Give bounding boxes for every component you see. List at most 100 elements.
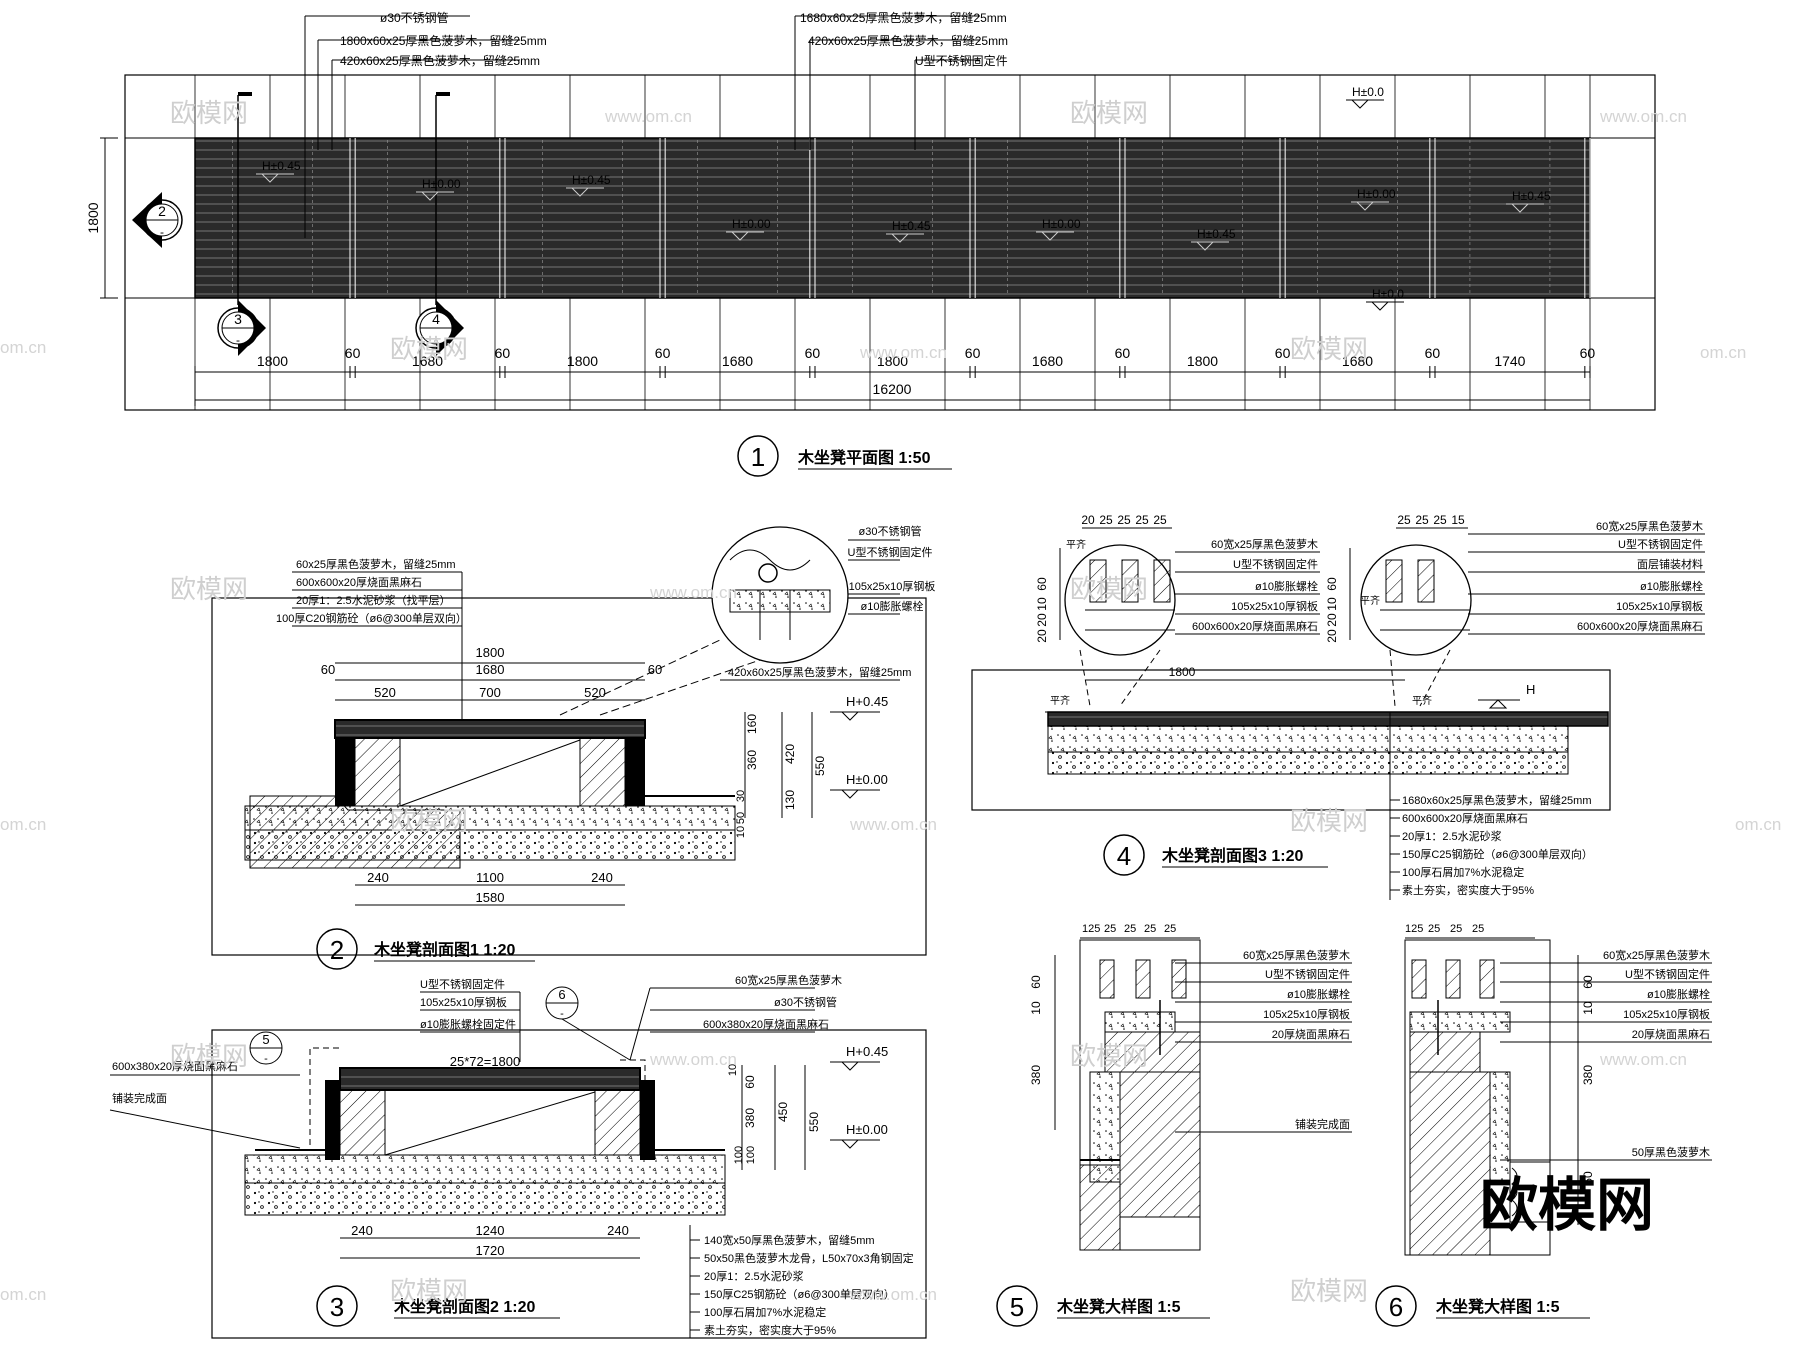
callout-6[interactable]: 6 - (545, 986, 631, 1061)
section-2-view: 5 - 6 - 600x380x20厚烧面黑麻石 铺装完成面 U型不锈钢固定件 … (109, 973, 927, 1339)
detail6-notes: 60宽x25厚黑色菠萝木U型不锈钢固定件ø10膨胀螺栓105x25x10厚钢板2… (1500, 948, 1712, 1161)
svg-text:380: 380 (743, 1108, 757, 1128)
level-mark: H±0.45 (1506, 189, 1551, 213)
dim-label: 25 (1099, 513, 1113, 527)
plan-dim-label: 60 (345, 345, 361, 361)
svg-text:平齐: 平齐 (1050, 694, 1070, 707)
section3-title-number: 4 (1117, 841, 1131, 871)
section1-note: ø10膨胀螺栓 (861, 599, 924, 613)
detail5-notes: 60宽x25厚黑色菠萝木U型不锈钢固定件ø10膨胀螺栓105x25x10厚钢板2… (1175, 948, 1352, 1133)
dim-label: 25 (1124, 923, 1136, 935)
watermark-site: om.cn (0, 815, 46, 834)
svg-text:100: 100 (745, 1146, 757, 1164)
plan-dim-label: 1680 (1032, 353, 1063, 369)
svg-text:H±0.45: H±0.45 (1197, 227, 1236, 241)
section2-note: 600x380x20厚烧面黑麻石 (112, 1059, 238, 1073)
svg-text:10: 10 (1029, 1001, 1043, 1015)
watermark-brand: 欧模网 (390, 806, 468, 836)
svg-text:240: 240 (607, 1223, 629, 1238)
section2-gravel (244, 1182, 726, 1216)
plan-dim-label: 1680 (412, 353, 443, 369)
svg-text:60: 60 (321, 662, 335, 677)
section1-bench-leg (625, 738, 645, 806)
section2-note: 铺装完成面 (112, 1091, 167, 1105)
svg-text:H±0.45: H±0.45 (262, 159, 301, 173)
svg-text:H±0.00: H±0.00 (1357, 187, 1396, 201)
svg-text:-: - (434, 333, 438, 347)
svg-text:100: 100 (733, 1146, 745, 1164)
detail5-note: U型不锈钢固定件 (1265, 967, 1350, 981)
plan-title-block: 1 木坐凳平面图 1:50 (737, 435, 952, 477)
plan-dim-label: 60 (1580, 345, 1596, 361)
svg-text:60: 60 (1035, 577, 1049, 591)
svg-text:240: 240 (591, 870, 613, 885)
svg-text:5: 5 (262, 1032, 269, 1047)
plan-dim-label: 1800 (257, 353, 288, 369)
dim-label: 25 (1415, 513, 1429, 527)
section3-level: H (1526, 682, 1535, 697)
section-marker-3[interactable]: 3 - (217, 92, 266, 356)
detail6-note: 105x25x10厚钢板 (1623, 1007, 1710, 1021)
svg-text:1580: 1580 (476, 890, 505, 905)
plan-dim-label: 60 (495, 345, 511, 361)
section3-detail-a-notes: 60宽x25厚黑色菠萝木U型不锈钢固定件ø10膨胀螺栓105x25x10厚钢板6… (1175, 537, 1320, 635)
svg-text:160: 160 (745, 714, 759, 734)
callout-5[interactable]: 5 - (249, 1031, 283, 1065)
section2-bottom-note: 20厚1：2.5水泥砂浆 (704, 1269, 804, 1283)
level-mark: H±0.45 (566, 173, 611, 197)
section3-note: 面层铺装材料 (1637, 557, 1703, 571)
svg-text:1720: 1720 (476, 1243, 505, 1258)
dim-label: 25 (1164, 923, 1176, 935)
section-marker-2[interactable]: 2 - (132, 192, 183, 248)
svg-text:3: 3 (234, 311, 242, 327)
level-mark: H±0.00 (1351, 187, 1396, 211)
section1-support (354, 737, 401, 807)
watermark-url: www.om.cn (849, 1285, 937, 1304)
watermark-logo: 欧模网 (1480, 1173, 1654, 1238)
section3-bottom-note: 600x600x20厚烧面黑麻石 (1402, 811, 1528, 825)
section1-bench-leg (335, 738, 355, 806)
section2-bench-top (339, 1067, 641, 1091)
plan-bench-body (194, 137, 1591, 299)
detail6-note: 60宽x25厚黑色菠萝木 (1603, 948, 1710, 962)
section2-title: 木坐凳剖面图2 1:20 (393, 1297, 535, 1316)
watermark-url: www.om.cn (604, 107, 692, 126)
dim-label: 25 (1135, 513, 1149, 527)
section2-level: H+0.45 (846, 1044, 888, 1059)
section1-note: 105x25x10厚钢板 (849, 579, 936, 593)
plan-dim-label: 1680 (1342, 353, 1373, 369)
section1-note: 420x60x25厚黑色菠萝木，留缝25mm (728, 665, 911, 679)
plan-note: ø30不锈钢管 (380, 10, 449, 25)
section1-note: 100厚C20钢筋砼（ø6@300单层双向） (276, 611, 467, 625)
section3-note: 60宽x25厚黑色菠萝木 (1211, 537, 1318, 551)
section2-bottom-note: 150厚C25钢筋砼（ø6@300单层双向） (704, 1287, 895, 1301)
section2-title-number: 3 (330, 1292, 344, 1322)
plan-dim-label: 60 (805, 345, 821, 361)
dim-label: 25 (1153, 513, 1167, 527)
section2-note: 105x25x10厚钢板 (420, 995, 507, 1009)
plan-dim-label: 1800 (567, 353, 598, 369)
section1-note: 60x25厚黑色菠萝木，留缝25mm (296, 557, 456, 571)
dim-label: 15 (1451, 513, 1465, 527)
svg-text:H±0.00: H±0.00 (732, 217, 771, 231)
section3-note: 600x600x20厚烧面黑麻石 (1577, 619, 1703, 633)
svg-text:450: 450 (776, 1102, 790, 1122)
plan-title-number: 1 (751, 442, 765, 472)
svg-text:4: 4 (432, 311, 440, 327)
section1-title: 木坐凳剖面图1 1:20 (373, 940, 515, 959)
watermark-url: www.om.cn (649, 1050, 737, 1069)
section3-title: 木坐凳剖面图3 1:20 (1161, 846, 1303, 865)
section1-slab (244, 805, 736, 831)
svg-text:60: 60 (1029, 975, 1043, 989)
section-marker-4[interactable]: 4 - (415, 92, 464, 356)
plan-bench-dividers (232, 138, 1591, 298)
level-mark: H±0.00 (1036, 217, 1081, 241)
section1-note: 20厚1：2.5水泥砂浆（找平层） (296, 593, 451, 607)
section2-note: ø10膨胀螺栓固定件 (420, 1017, 516, 1031)
svg-text:10: 10 (1325, 597, 1339, 611)
svg-text:1800: 1800 (1169, 665, 1196, 679)
section1-gravel (244, 829, 736, 861)
